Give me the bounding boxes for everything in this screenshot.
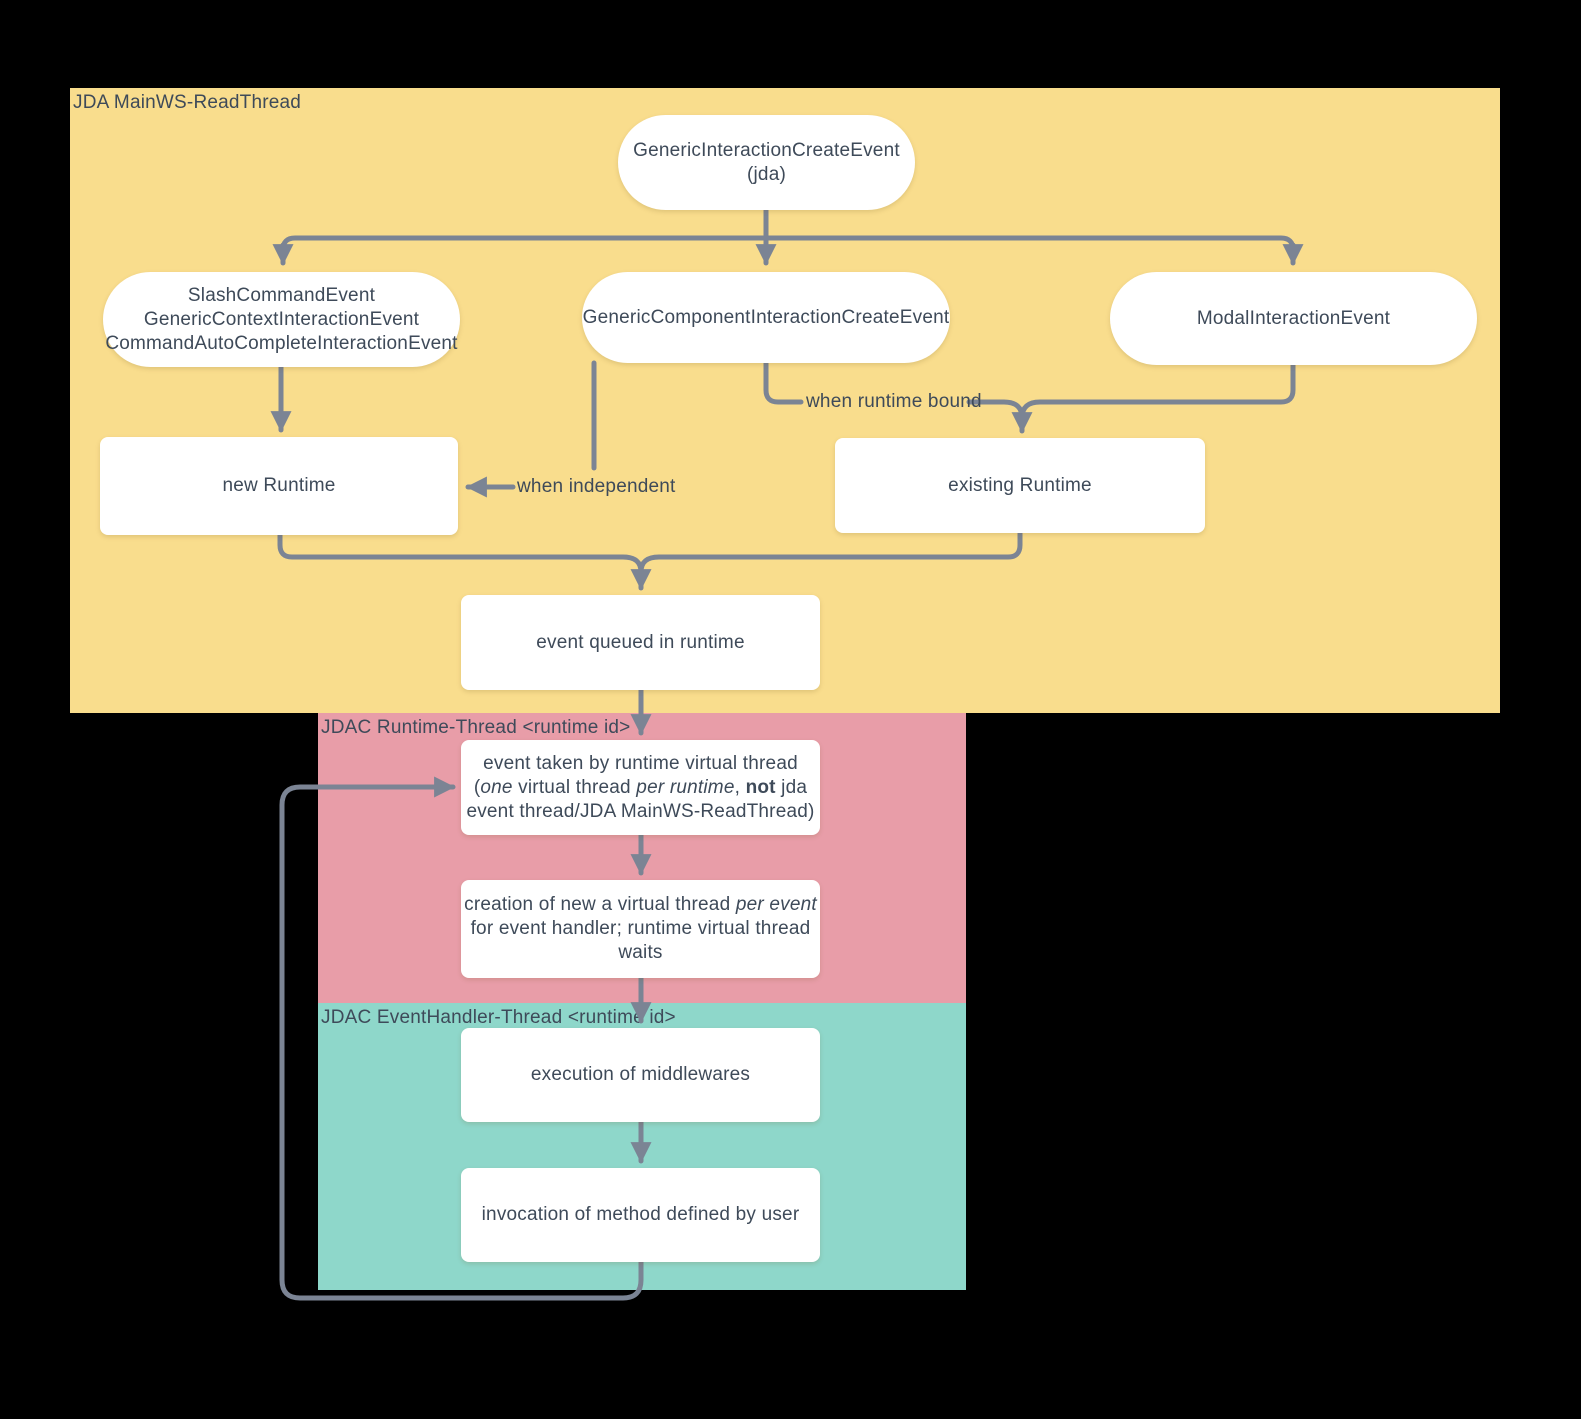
edge-existing-runtime-to-merge (638, 530, 1023, 575)
node-existing-runtime: existing Runtime (835, 438, 1205, 533)
region-label-handler: JDAC EventHandler-Thread <runtime id> (321, 1007, 676, 1028)
node-label: ModalInteractionEvent (1196, 307, 1391, 329)
node-label: execution of middlewares (530, 1064, 751, 1085)
node-label: event queued in runtime (536, 631, 745, 653)
node-generic-component-interaction-create-event: GenericComponentInteractionCreateEvent (582, 272, 950, 363)
node-event-taken-by-runtime-virtual-thread: event taken by runtime virtual thread(on… (461, 740, 820, 835)
node-label: existing Runtime (948, 474, 1092, 496)
edge-label-when-independent: when independent (517, 476, 676, 497)
node-new-runtime: new Runtime (100, 437, 458, 535)
region-label-jda: JDA MainWS-ReadThread (73, 92, 302, 113)
edge-modal-to-merge (1019, 362, 1296, 421)
node-label: new Runtime (222, 475, 336, 496)
edge-label-when-runtime-bound: when runtime bound (806, 391, 982, 412)
edge-component-to-bound-label (763, 360, 804, 405)
edge-new-runtime-to-merge (277, 532, 644, 575)
edge-fanout-rail (280, 235, 1296, 253)
node-event-queued-in-runtime: event queued in runtime (461, 595, 820, 690)
node-generic-interaction-create-event: GenericInteractionCreateEvent (jda) (618, 115, 915, 210)
edge-loop-back (279, 776, 644, 1301)
node-invocation-of-user-method: invocation of method defined by user (461, 1168, 820, 1262)
node-label: invocation of method defined by user (481, 1204, 800, 1225)
node-creation-of-virtual-thread: creation of new a virtual thread per eve… (461, 880, 820, 978)
node-label: GenericComponentInteractionCreateEvent (582, 306, 950, 328)
region-label-runtime: JDAC Runtime-Thread <runtime id> (321, 717, 631, 738)
node-execution-of-middlewares: execution of middlewares (461, 1028, 820, 1122)
node-label: GenericInteractionCreateEvent (jda) (633, 139, 900, 185)
node-modal-interaction-event: ModalInteractionEvent (1110, 272, 1477, 365)
